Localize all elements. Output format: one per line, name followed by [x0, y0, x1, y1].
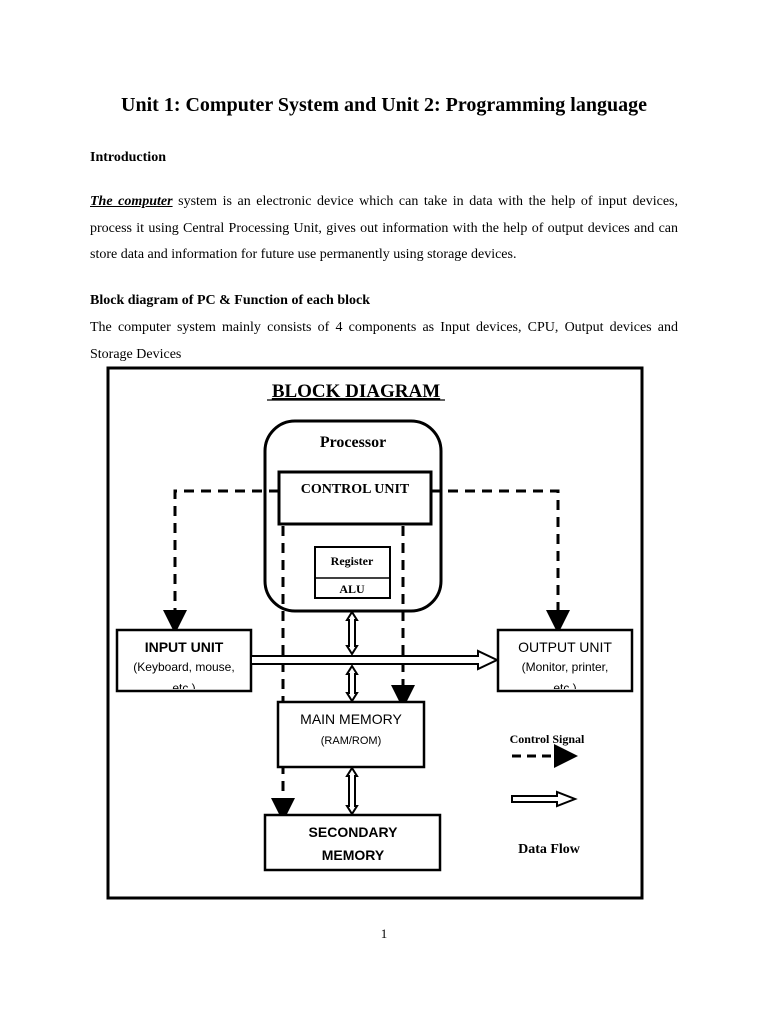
intro-heading: Introduction [90, 150, 166, 165]
register-alu-box [314, 546, 391, 599]
block-paragraph: The computer system mainly consists of 4… [90, 320, 678, 362]
control-unit-label: CONTROL UNIT [301, 482, 410, 497]
input-unit-sub1: (Keyboard, mouse, [133, 660, 234, 674]
secondary-memory-label-2: MEMORY [322, 847, 385, 863]
block-heading: Block diagram of PC & Function of each b… [90, 293, 370, 308]
processor-label: Processor [320, 434, 386, 451]
register-label: Register [331, 554, 374, 568]
legend-data-flow-icon [511, 790, 578, 808]
output-unit-box [496, 628, 634, 693]
control-unit-box [277, 470, 433, 526]
main-memory-box [276, 700, 426, 769]
intro-text: system is an electronic device which can… [90, 194, 678, 262]
page-title: Unit 1: Computer System and Unit 2: Prog… [121, 94, 647, 116]
secondary-memory-box [263, 813, 442, 872]
output-unit-sub1: (Monitor, printer, [522, 660, 609, 674]
alu-label: ALU [339, 582, 365, 596]
main-memory-label: MAIN MEMORY [300, 711, 402, 727]
legend-control-signal-label: Control Signal [510, 732, 585, 746]
control-signal-lines [163, 489, 570, 822]
intro-lead: The computer [90, 194, 173, 209]
diagram-frame [106, 366, 644, 900]
main-memory-sub: (RAM/ROM) [321, 735, 382, 747]
input-unit-sub2: etc.) [172, 681, 195, 695]
output-unit-sub2: etc.) [553, 681, 576, 695]
legend-data-flow-label: Data Flow [518, 842, 581, 857]
secondary-memory-label-1: SECONDARY [309, 824, 399, 840]
intro-paragraph: The computer system is an electronic dev… [90, 189, 678, 269]
bidirectional-arrows [345, 610, 359, 816]
data-flow-arrow [250, 649, 500, 671]
input-unit-label: INPUT UNIT [145, 639, 224, 655]
output-unit-label: OUTPUT UNIT [518, 639, 612, 655]
diagram-title: BLOCK DIAGRAM [272, 381, 440, 402]
page-number: 1 [380, 926, 388, 941]
processor-box [263, 419, 443, 613]
